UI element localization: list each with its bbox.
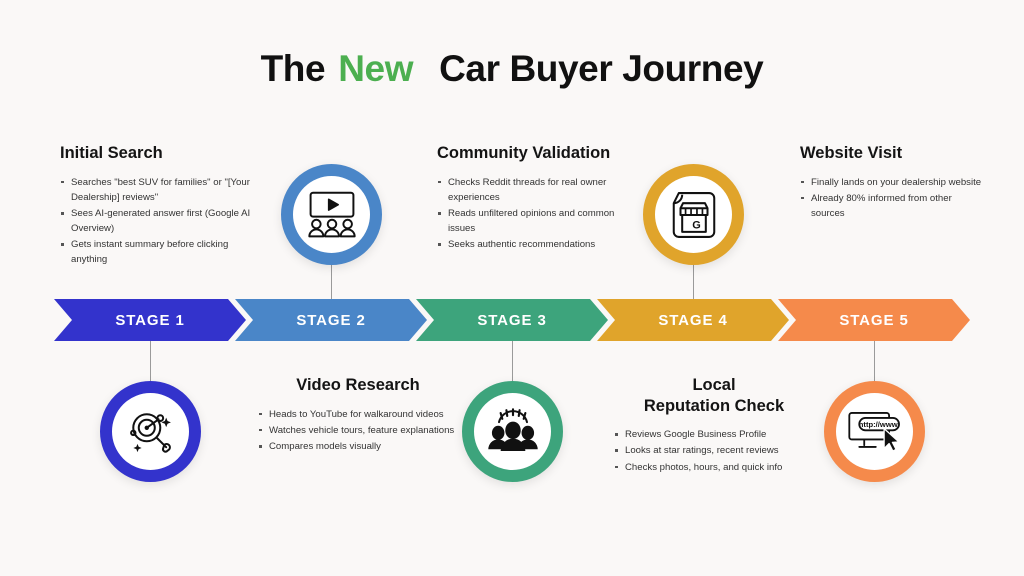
stage-2-text: Video Research Heads to YouTube for walk… — [258, 375, 458, 455]
chevron-shape-4 — [597, 299, 789, 341]
stage-label-2: STAGE 2 — [296, 311, 366, 329]
stage-chevron-5[interactable]: STAGE 5 — [778, 299, 970, 341]
stage-5-icon-circle[interactable]: http://www. — [824, 381, 925, 482]
stage-1-heading: Initial Search — [60, 144, 163, 162]
stage-2-bullets: Heads to YouTube for walkaround videos W… — [258, 407, 458, 454]
chevron-shape-1 — [54, 299, 246, 341]
chevron-shape-5 — [778, 299, 970, 341]
stage-label-3: STAGE 3 — [477, 311, 547, 329]
google-business-storefront-icon: G — [667, 188, 721, 242]
community-group-icon — [485, 407, 541, 457]
stage-3-text: Community Validation Checks Reddit threa… — [437, 143, 637, 253]
stage-label-4: STAGE 4 — [658, 311, 728, 329]
stage-label-5: STAGE 5 — [839, 311, 909, 329]
website-monitor-cursor-icon: http://www. — [846, 406, 904, 458]
list-item: Finally lands on your dealership website — [800, 175, 985, 190]
stage-5-heading: Website Visit — [800, 144, 903, 162]
stage-2-heading: Video Research — [296, 376, 420, 394]
stage-1-bullets: Searches "best SUV for families" or "[Yo… — [60, 175, 256, 268]
stage-chevron-3[interactable]: STAGE 3 — [416, 299, 608, 341]
video-audience-icon — [304, 190, 360, 240]
stage-chevron-2[interactable]: STAGE 2 — [235, 299, 427, 341]
target-magnifier-icon — [124, 405, 178, 459]
list-item: Sees AI-generated answer first (Google A… — [60, 206, 256, 236]
list-item: Looks at star ratings, recent reviews — [614, 443, 814, 458]
connector-stage-2 — [331, 260, 333, 300]
stage-3-heading: Community Validation — [437, 144, 611, 162]
chevron-shape-3 — [416, 299, 608, 341]
stage-label-1: STAGE 1 — [115, 311, 185, 329]
connector-stage-4 — [693, 260, 695, 300]
stage-chevron-1[interactable]: STAGE 1 — [54, 299, 246, 341]
list-item: Compares models visually — [258, 439, 458, 454]
list-item: Reviews Google Business Profile — [614, 427, 814, 442]
title-part-2: Car Buyer Journey — [439, 48, 764, 89]
stage-4-heading-line1: Local — [692, 376, 736, 394]
stage-2-icon-circle[interactable] — [281, 164, 382, 265]
list-item: Gets instant summary before clicking any… — [60, 237, 256, 267]
stage-4-heading-line2: Reputation Check — [643, 396, 785, 415]
stage-4-bullets: Reviews Google Business Profile Looks at… — [614, 427, 814, 474]
stage-3-bullets: Checks Reddit threads for real owner exp… — [437, 175, 637, 253]
list-item: Searches "best SUV for families" or "[Yo… — [60, 175, 256, 205]
list-item: Already 80% informed from other sources — [800, 191, 985, 221]
stage-1-text: Initial Search Searches "best SUV for fa… — [60, 143, 256, 269]
stage-5-text: Website Visit Finally lands on your deal… — [800, 143, 985, 222]
storefront-g-letter: G — [692, 219, 701, 231]
stage-3-icon-circle[interactable] — [462, 381, 563, 482]
chevron-shape-2 — [235, 299, 427, 341]
title-part-1: The — [260, 48, 326, 89]
url-bar-text: http://www. — [858, 420, 899, 429]
title-accent-word: New — [338, 48, 414, 89]
list-item: Reads unfiltered opinions and common iss… — [437, 206, 637, 236]
stage-5-bullets: Finally lands on your dealership website… — [800, 175, 985, 221]
list-item: Watches vehicle tours, feature explanati… — [258, 423, 458, 438]
stage-4-icon-circle[interactable]: G — [643, 164, 744, 265]
stage-chevron-4[interactable]: STAGE 4 — [597, 299, 789, 341]
connector-stage-5 — [874, 341, 876, 381]
list-item: Checks Reddit threads for real owner exp… — [437, 175, 637, 205]
stage-banner: STAGE 1 STAGE 2 STAGE 3 STAGE 4 STAGE 5 — [54, 299, 970, 341]
stage-1-icon-circle[interactable] — [100, 381, 201, 482]
connector-stage-1 — [150, 341, 152, 381]
list-item: Checks photos, hours, and quick info — [614, 460, 814, 475]
list-item: Heads to YouTube for walkaround videos — [258, 407, 458, 422]
page-title: The New Car Buyer Journey — [0, 48, 1024, 90]
connector-stage-3 — [512, 341, 514, 381]
list-item: Seeks authentic recommendations — [437, 237, 637, 252]
